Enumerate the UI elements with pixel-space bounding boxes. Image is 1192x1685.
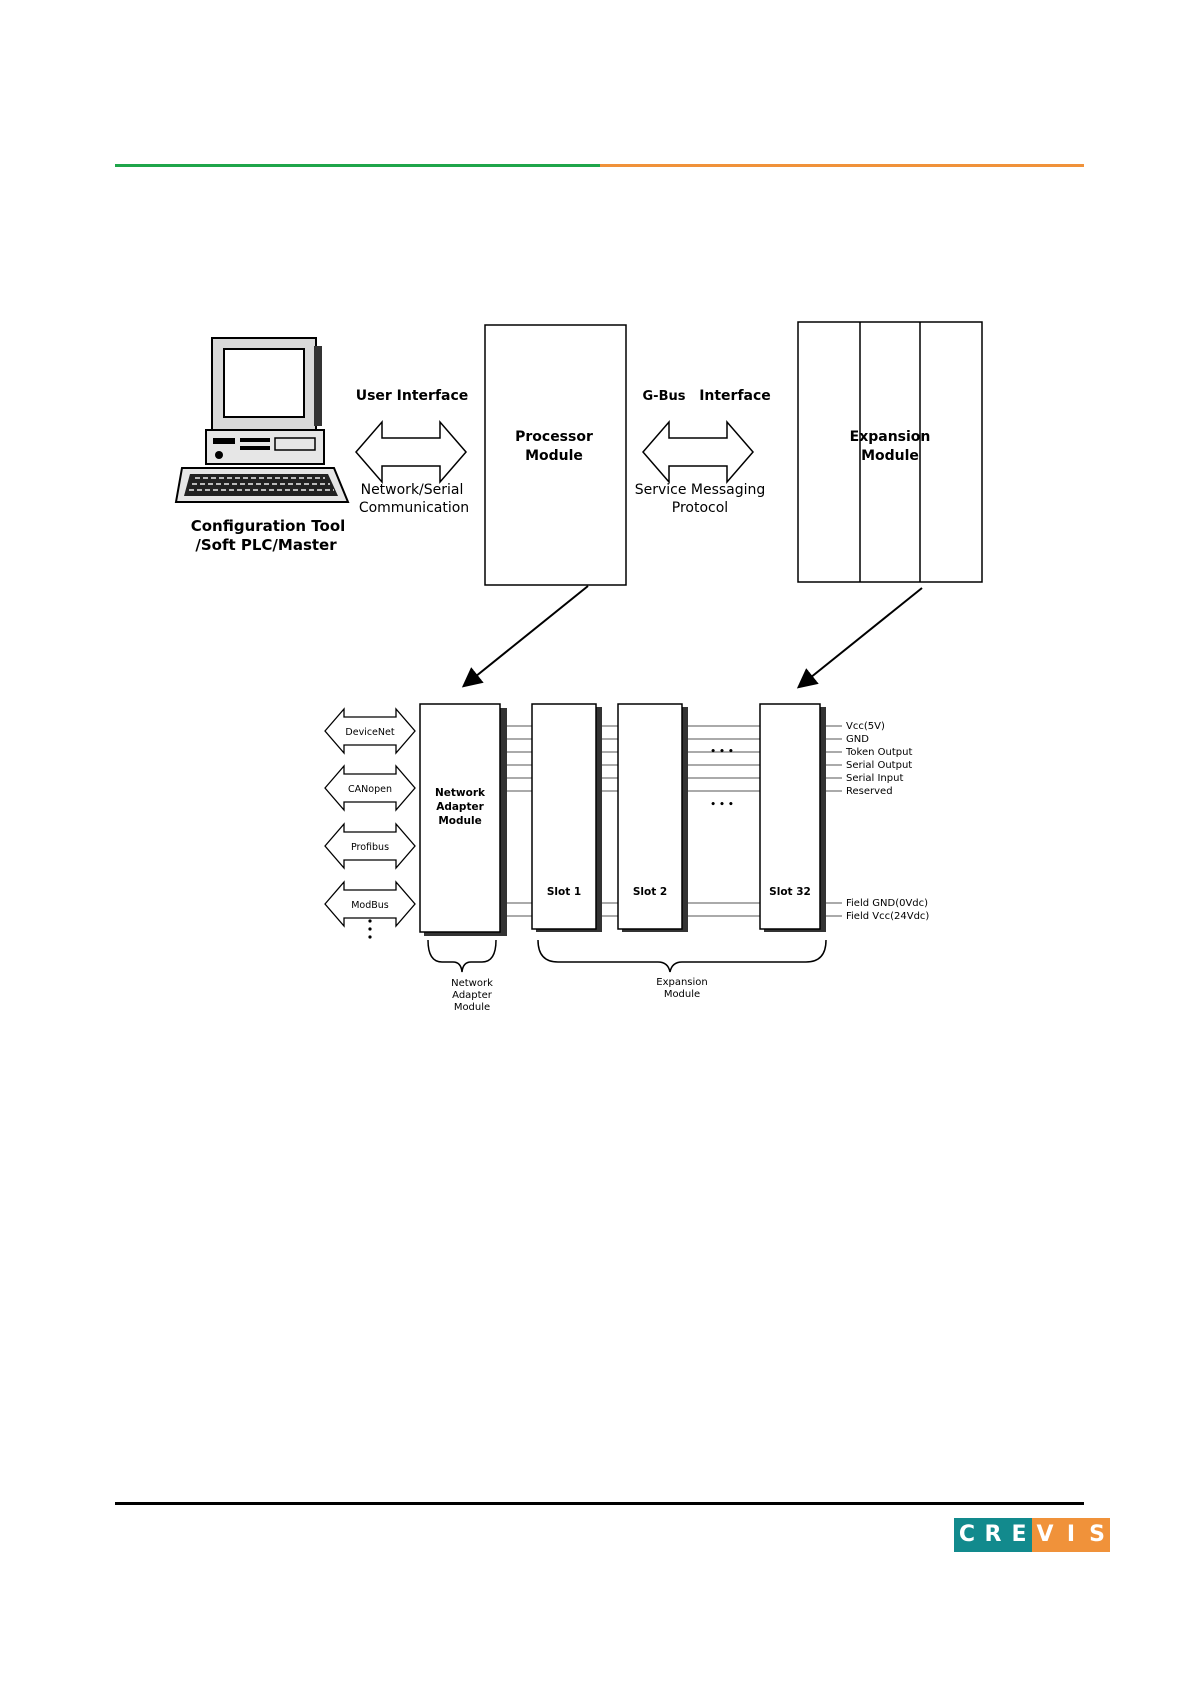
signal-label: GND [846,734,869,745]
expansion-to-slot-arrow [796,587,923,689]
signal-label: Serial Output [846,760,912,771]
slot1-label: Slot 1 [547,886,581,898]
slot32-box [759,703,821,930]
brace-adapter-line3: Module [454,1002,490,1013]
pc-label-line2: /Soft PLC/Master [195,536,337,554]
processor-line1: Processor [515,429,593,445]
protocol-arrow-canopen: CANopen [324,764,416,812]
network-adapter-module-box [419,703,501,933]
signal-label: Reserved [846,786,893,797]
logo-letter: S [1084,1518,1110,1552]
adapter-line3: Module [438,815,481,827]
adapter-line2: Adapter [436,801,484,813]
brace-expansion-line2: Module [664,989,700,1000]
field-signal-label: Field GND(0Vdc) [846,898,928,909]
computer-icon [174,337,350,503]
crevis-logo: C R E V I S [954,1518,1110,1552]
logo-letter: C [954,1518,980,1552]
signal-label: Serial Input [846,773,903,784]
protocol-arrow-devicenet: DeviceNet [324,707,416,755]
brace-expansion-line1: Expansion [656,977,708,988]
footer-rule [115,1502,1084,1505]
logo-letter: V [1032,1518,1058,1552]
gbus-interface-label: Interface [699,388,771,404]
logo-letter: E [1006,1518,1032,1552]
user-interface-double-arrow-icon [355,419,467,485]
service-line1: Service Messaging [635,482,766,498]
protocol-label: DeviceNet [345,727,394,738]
signal-label: Token Output [845,747,912,758]
gbus-label: G-Bus [643,389,686,404]
header-rule-green [115,164,600,167]
protocol-label: ModBus [351,900,389,911]
processor-to-adapter-arrow [461,585,589,688]
ellipsis-top: • • • [710,747,734,757]
slot32-label: Slot 32 [769,886,811,898]
adapter-line1: Network [435,787,486,799]
protocol-arrow-profibus: Profibus [324,822,416,870]
logo-letter: R [980,1518,1006,1552]
pc-label-line1: Configuration Tool [191,517,346,535]
slot1-box [531,703,597,930]
adapter-brace [427,939,497,973]
network-serial-line2: Communication [359,500,469,516]
protocol-label: CANopen [348,784,392,795]
expansion-brace [537,939,827,973]
protocol-arrow-modbus: ModBus [324,880,416,928]
slot2-label: Slot 2 [633,886,667,898]
slot2-box [617,703,683,930]
user-interface-label: User Interface [356,388,469,404]
expansion-line1: Expansion [850,429,931,445]
network-serial-line1: Network/Serial [361,482,464,498]
brace-adapter-line2: Adapter [452,990,493,1001]
brace-adapter-line1: Network [451,978,493,989]
logo-letter: I [1058,1518,1084,1552]
header-rule-orange [600,164,1084,167]
expansion-line2: Module [861,448,919,464]
processor-module-box [484,324,627,586]
vertical-ellipsis-icon [368,919,372,939]
processor-line2: Module [525,448,583,464]
ellipsis-middle: • • • [710,800,734,810]
signal-label: Vcc(5V) [846,721,885,732]
gbus-double-arrow-icon [642,419,754,485]
field-signal-label: Field Vcc(24Vdc) [846,911,929,922]
protocol-label: Profibus [351,842,389,853]
expansion-module-box [797,321,983,583]
service-line2: Protocol [672,500,728,516]
